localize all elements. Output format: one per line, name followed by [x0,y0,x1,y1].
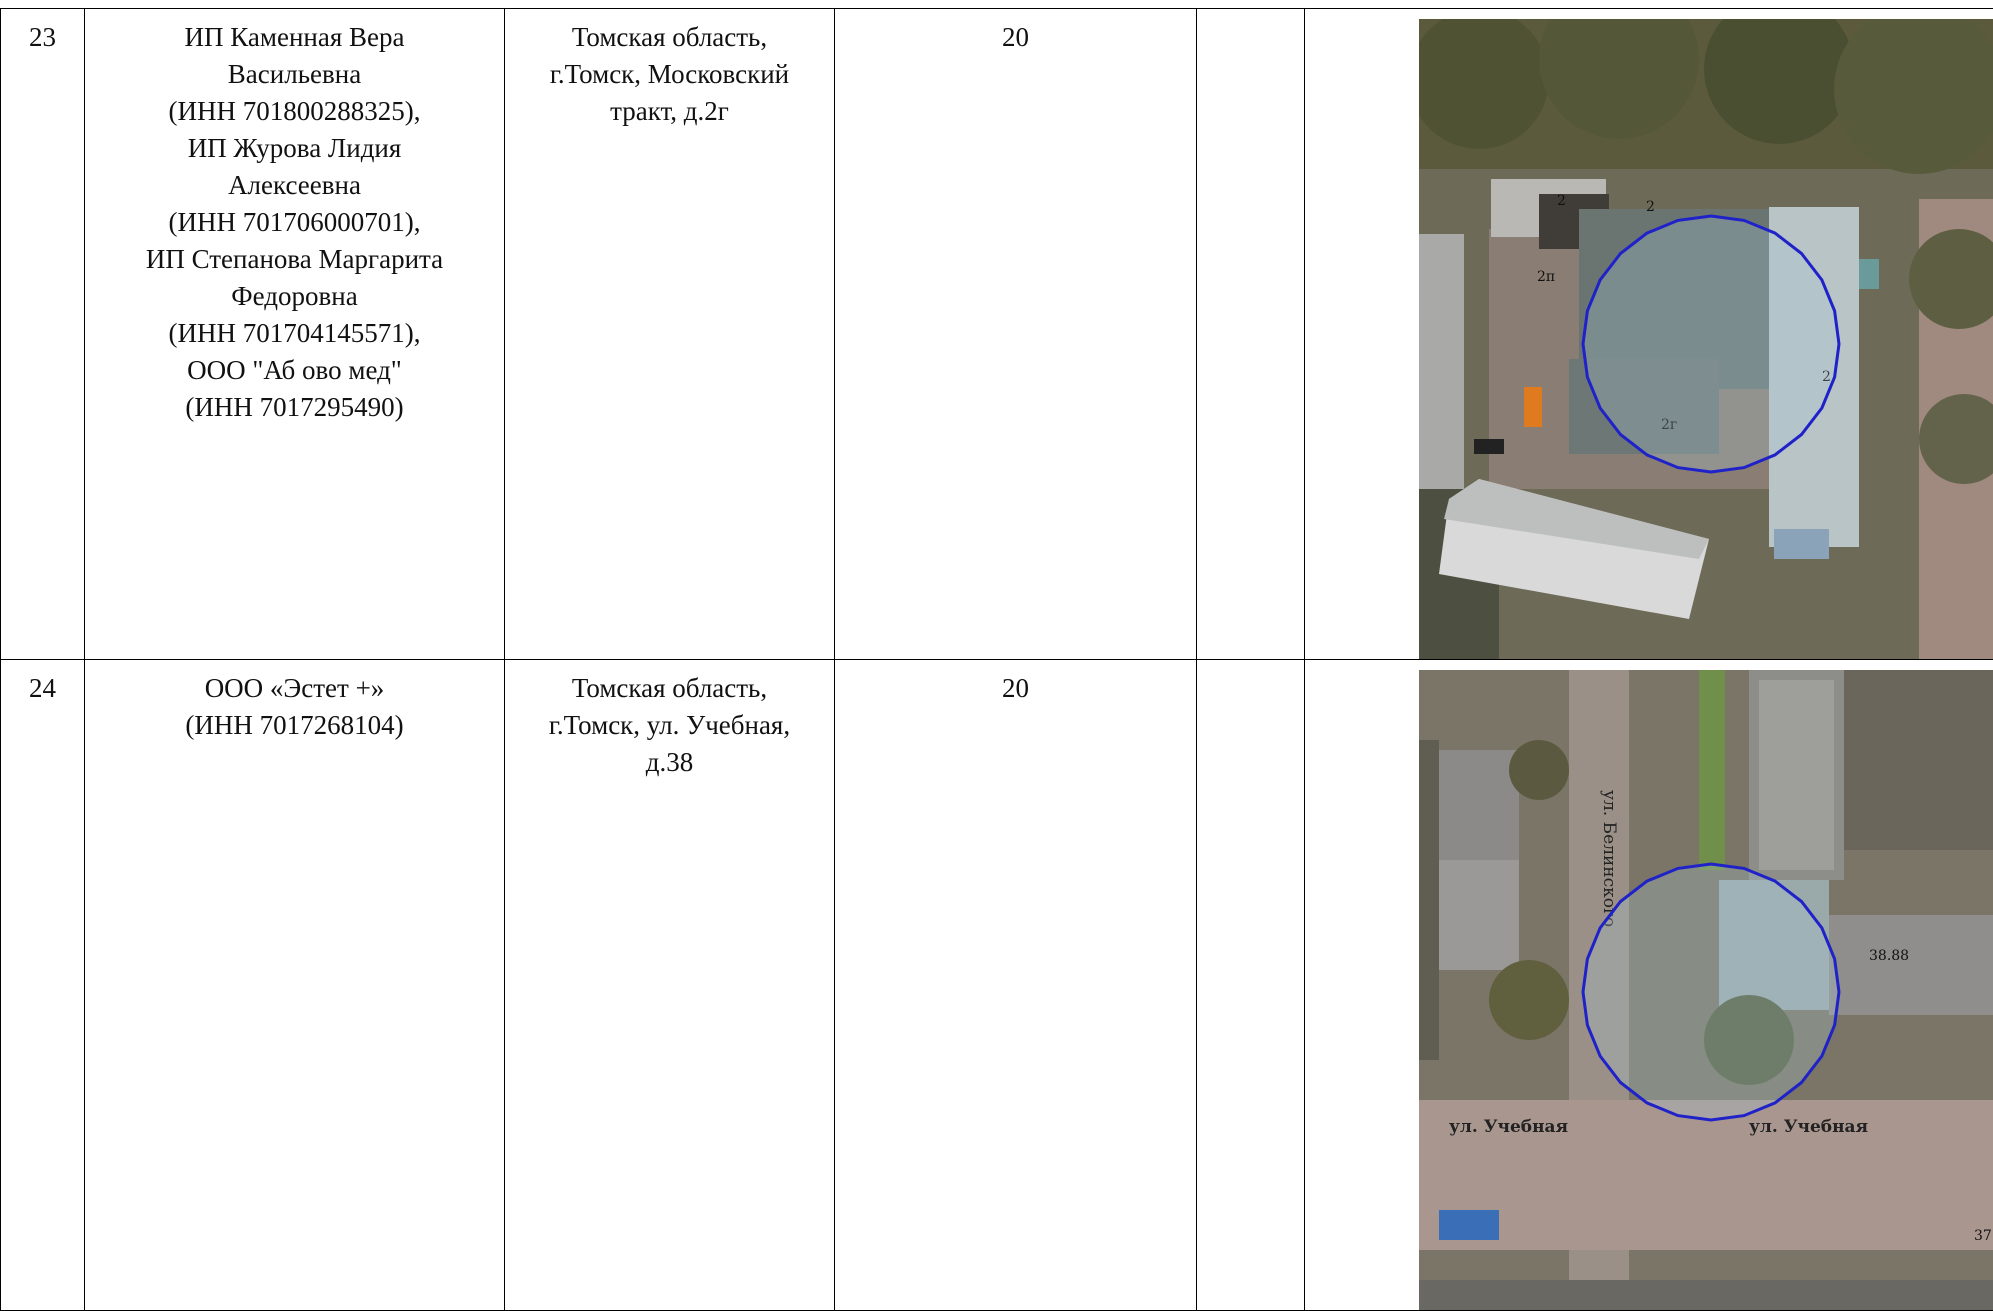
organization-line: (ИНН 701800288325), [91,93,498,130]
aerial-map-moskovsky-trakt: 2 2 2п 2 2г [1419,19,1993,659]
empty-cell [1197,660,1305,1311]
street-label: ул. Учебная [1749,1117,1868,1137]
organization-line: (ИНН 7017268104) [91,707,498,744]
map-label: 37 [1974,1228,1992,1244]
map-label: 2 [1557,193,1566,209]
aerial-photo: 2 2 2п 2 2г [1419,19,1993,659]
organization-line: ИП Степанова Маргарита [91,241,498,278]
organization-line: ИП Журова Лидия [91,130,498,167]
address-line: д.38 [511,744,828,781]
organization-cell: ИП Каменная Вера Васильевна (ИНН 7018002… [85,9,505,660]
empty-cell [1197,9,1305,660]
distance-cell: 20 [835,9,1197,660]
map-label: 2п [1537,269,1555,285]
address-line: Томская область, [511,670,828,707]
radius-circle [1583,864,1839,1120]
map-label: 38.88 [1869,948,1909,964]
address-cell: Томская область, г.Томск, ул. Учебная, д… [505,660,835,1311]
organization-line: (ИНН 7017295490) [91,389,498,426]
map-label: 2 [1646,199,1655,215]
street-label: ул. Учебная [1449,1117,1568,1137]
map-cell: ул. Белинского ул. Учебная ул. Учебная 3… [1305,660,1993,1311]
organization-line: ИП Каменная Вера [91,19,498,56]
map-cell: 2 2 2п 2 2г [1305,9,1993,660]
address-cell: Томская область, г.Томск, Московский тра… [505,9,835,660]
address-line: г.Томск, Московский [511,56,828,93]
organization-cell: ООО «Эстет +» (ИНН 7017268104) [85,660,505,1311]
aerial-map-uchebnaya: ул. Белинского ул. Учебная ул. Учебная 3… [1419,670,1993,1310]
row-number: 23 [1,9,85,660]
table-row: 24 ООО «Эстет +» (ИНН 7017268104) Томска… [1,660,1993,1311]
address-line: г.Томск, ул. Учебная, [511,707,828,744]
radius-circle [1583,216,1839,472]
organization-line: ООО «Эстет +» [91,670,498,707]
organization-line: Васильевна [91,56,498,93]
organization-line: ООО "Аб ово мед" [91,352,498,389]
address-line: тракт, д.2г [511,93,828,130]
row-number: 24 [1,660,85,1311]
facilities-table: 23 ИП Каменная Вера Васильевна (ИНН 7018… [0,8,1993,1311]
address-line: Томская область, [511,19,828,56]
organization-line: Алексеевна [91,167,498,204]
organization-line: (ИНН 701704145571), [91,315,498,352]
aerial-photo: ул. Белинского ул. Учебная ул. Учебная 3… [1419,670,1993,1310]
organization-line: (ИНН 701706000701), [91,204,498,241]
organization-line: Федоровна [91,278,498,315]
table-row: 23 ИП Каменная Вера Васильевна (ИНН 7018… [1,9,1993,660]
distance-cell: 20 [835,660,1197,1311]
